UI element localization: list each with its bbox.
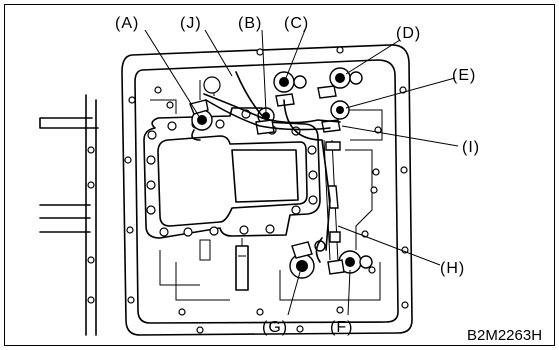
callout-label-h: (H) [440,260,465,277]
solenoid-E [321,100,350,133]
callout-label-d: (D) [396,25,421,42]
case-outline [121,44,413,336]
callout-label-c: (C) [284,15,309,32]
callout-label-b: (B) [238,15,262,32]
solenoid-C [273,71,307,107]
solenoid-A [189,99,213,141]
leader-lines [144,29,459,316]
solenoid-D [317,67,363,99]
solenoid-F [327,250,373,275]
figure-frame [4,4,555,346]
callout-label-f: (F) [330,319,353,336]
valve-body-gasket [143,107,321,239]
callout-label-i: (I) [462,139,480,156]
callout-label-g: (G) [262,319,288,336]
callout-label-e: (E) [452,67,476,84]
callout-label-j: (J) [180,15,202,32]
wiring-harness [203,71,341,263]
callout-label-a: (A) [115,15,139,32]
left-housing [39,94,99,336]
figure-code: B2M2263H [467,327,542,344]
solenoid-G [289,240,326,279]
